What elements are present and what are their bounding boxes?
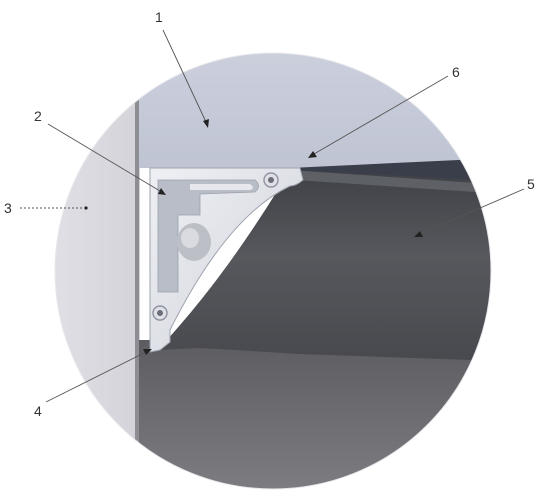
top-lock-ring — [263, 172, 279, 188]
callout-arrow-1 — [203, 119, 209, 128]
callout-label-4: 4 — [34, 403, 42, 419]
gasket-cylinder — [177, 223, 211, 261]
lower-wall-area — [139, 340, 491, 489]
membrane-highlight — [290, 170, 491, 195]
callout-arrow-4 — [143, 349, 152, 355]
callout-arrow-2 — [158, 188, 166, 195]
callout-arrow-5 — [414, 231, 423, 237]
callout-6: 6 — [308, 64, 460, 158]
callout-arrow-3 — [84, 206, 88, 210]
detail-circle — [55, 53, 491, 489]
detail-circle-outline — [54, 52, 492, 490]
callout-label-1: 1 — [155, 9, 163, 25]
callout-3: 3 — [4, 200, 88, 216]
callout-1: 1 — [155, 9, 209, 128]
callout-leader-6 — [313, 75, 449, 155]
stretch-membrane — [158, 170, 491, 362]
profile-rail-slot — [190, 184, 253, 190]
callout-arrow-6 — [308, 151, 317, 158]
callout-label-5: 5 — [527, 176, 535, 192]
callout-label-6: 6 — [452, 64, 460, 80]
callout-leader-1 — [162, 29, 207, 123]
callout-5: 5 — [414, 176, 535, 237]
bottom-lock-ring — [152, 305, 168, 321]
callout-4: 4 — [34, 349, 152, 419]
wall-edge — [135, 53, 139, 489]
callout-leader-4 — [45, 351, 147, 403]
callout-label-2: 2 — [34, 108, 42, 124]
callout-leader-2 — [47, 123, 161, 192]
profile-channel — [157, 179, 259, 293]
ceiling-surface — [139, 53, 491, 168]
callout-2: 2 — [34, 108, 166, 195]
callout-leader-5 — [419, 188, 525, 235]
callout-label-3: 3 — [4, 200, 12, 216]
